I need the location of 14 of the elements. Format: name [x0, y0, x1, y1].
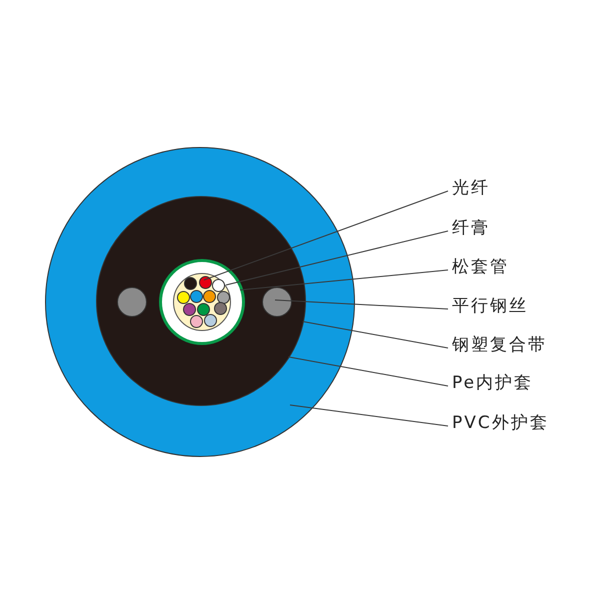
part-label: 钢塑复合带 [452, 334, 547, 357]
part-label: 纤膏 [452, 217, 490, 240]
leader-line [226, 230, 448, 286]
leader-line [204, 190, 448, 280]
part-label: Pe内护套 [452, 372, 534, 395]
part-label: 松套管 [452, 256, 509, 279]
leader-line [274, 300, 448, 310]
leader-line [240, 270, 448, 290]
leader-line [302, 321, 448, 348]
leader-line [290, 404, 448, 426]
part-label: PVC外护套 [452, 412, 549, 435]
part-label: 平行钢丝 [452, 295, 528, 318]
leader-line [288, 356, 448, 386]
part-label: 光纤 [452, 177, 490, 200]
